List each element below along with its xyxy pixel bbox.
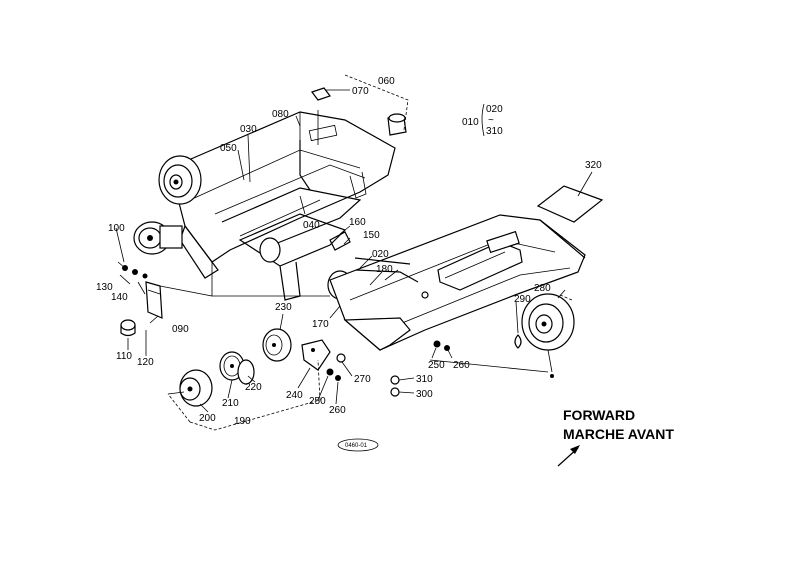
label-260a: 260: [329, 405, 346, 416]
label-310a: 310: [486, 126, 503, 137]
bracket-090: [145, 281, 163, 319]
range-bracket: [481, 103, 485, 137]
label-320: 320: [585, 160, 602, 171]
label-200: 200: [199, 413, 216, 424]
group-frame-190: [167, 359, 321, 431]
label-220: 220: [245, 382, 262, 393]
upper-idler-pulley: [158, 155, 202, 205]
label-210: 210: [222, 398, 239, 409]
knob-060-070: [311, 74, 409, 136]
label-240: 240: [286, 390, 303, 401]
part-labels: 060 070 080 030 050 040 160 150 020 180 …: [96, 76, 602, 427]
label-140: 140: [111, 292, 128, 303]
leader-lines: [115, 89, 593, 413]
pulley-230: [262, 328, 292, 362]
drawing-ref-text: 0460-01: [345, 443, 368, 449]
label-150: 150: [363, 230, 380, 241]
marche-avant-label: MARCHE AVANT: [563, 426, 674, 442]
label-010: 010: [462, 117, 479, 128]
label-270: 270: [354, 374, 371, 385]
label-100: 100: [108, 223, 125, 234]
bracket-240: [301, 339, 331, 371]
label-020b: 020: [372, 249, 389, 260]
label-070: 070: [352, 86, 369, 97]
forward-direction-indicator: FORWARD MARCHE AVANT: [557, 407, 674, 467]
label-range-separator: ~: [488, 115, 494, 126]
label-180: 180: [376, 264, 393, 275]
lower-deck-housing: [329, 214, 586, 351]
label-250a: 250: [309, 396, 326, 407]
label-170: 170: [312, 319, 329, 330]
label-130: 130: [96, 282, 113, 293]
label-080: 080: [272, 109, 289, 120]
bolt-set-100: [117, 261, 148, 279]
label-290: 290: [514, 294, 531, 305]
label-280: 280: [534, 283, 551, 294]
label-300: 300: [416, 389, 433, 400]
label-110: 110: [116, 351, 132, 362]
forward-label: FORWARD: [563, 407, 635, 423]
hub-220: [237, 359, 255, 385]
gearbox-pulley-assembly: [133, 221, 183, 255]
label-230: 230: [275, 302, 292, 313]
label-040: 040: [303, 220, 320, 231]
gauge-wheel-200: [167, 369, 213, 407]
spacer-110: [120, 319, 136, 337]
label-250b: 250: [428, 360, 445, 371]
drawing-ref-tag: 0460-01: [337, 438, 379, 452]
label-120: 120: [137, 357, 154, 368]
label-060: 060: [378, 76, 395, 87]
deck-pulley-280: [521, 293, 575, 378]
label-090: 090: [172, 324, 189, 335]
label-160: 160: [349, 217, 366, 228]
label-050: 050: [220, 143, 237, 154]
label-030: 030: [240, 124, 257, 135]
bulb-290: [514, 334, 522, 349]
plate-320: [536, 185, 604, 223]
label-310b: 310: [416, 374, 433, 385]
label-190: 190: [234, 416, 251, 427]
label-020: 020: [486, 104, 503, 115]
upper-deck-housing: [169, 111, 396, 279]
label-260b: 260: [453, 360, 470, 371]
